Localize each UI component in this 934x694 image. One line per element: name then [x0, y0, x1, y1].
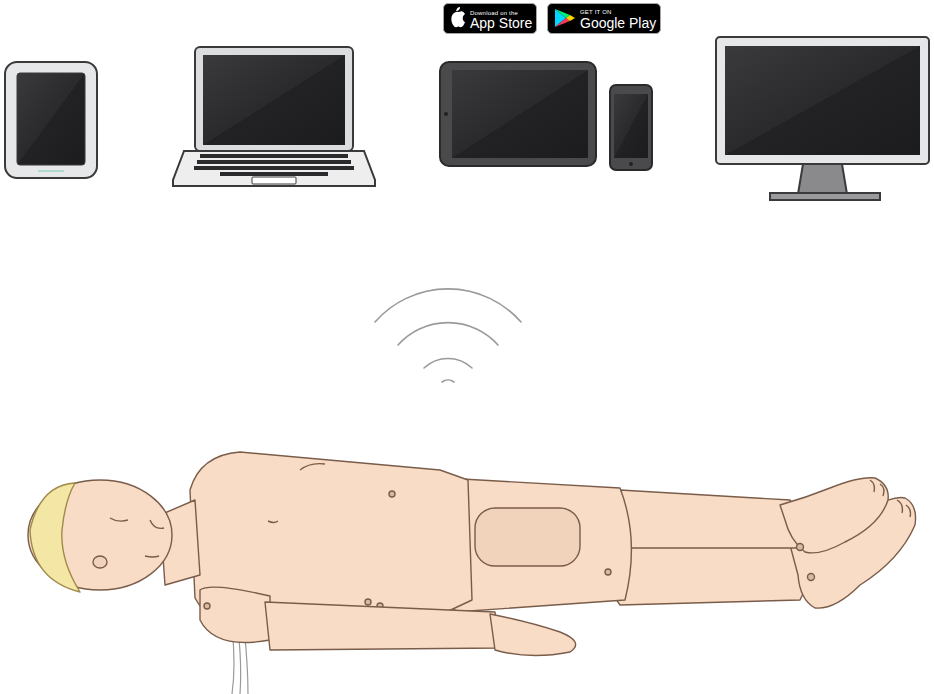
badge-store-name: Google Play [580, 16, 656, 31]
laptop [173, 47, 375, 186]
tablet [440, 62, 596, 166]
badge-caption: GET IT ON [580, 9, 612, 16]
store-badge: Download on theApp Store [443, 3, 537, 34]
manikin [28, 452, 916, 694]
phone [610, 85, 652, 170]
wifi-symbol [375, 289, 521, 382]
badge-store-name: App Store [470, 16, 532, 31]
monitor [716, 37, 929, 200]
simpad-device [5, 62, 97, 178]
store-badge: GET IT ONGoogle Play [547, 3, 661, 34]
